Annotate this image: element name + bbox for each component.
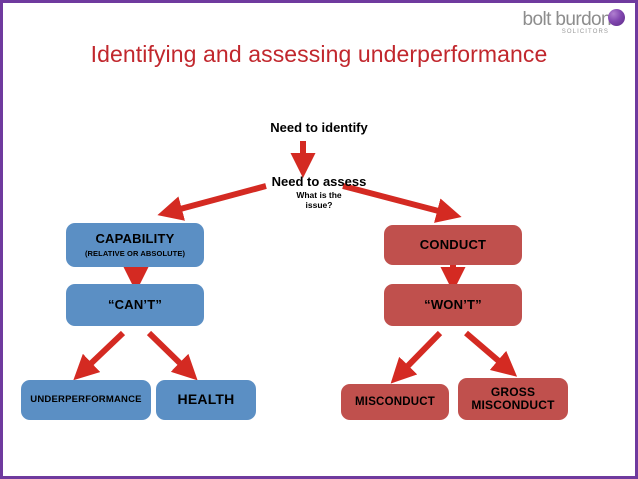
label-what-is-the-issue: What is the issue? <box>3 190 635 210</box>
node-misconduct-label: MISCONDUCT <box>355 395 435 408</box>
node-health[interactable]: HEALTH <box>156 380 256 420</box>
logo-subtitle: SOLICITORS <box>561 29 609 35</box>
node-conduct-label: CONDUCT <box>419 236 487 252</box>
node-health-label: HEALTH <box>177 391 235 408</box>
node-cant-label: “CAN’T” <box>107 296 163 312</box>
node-cant[interactable]: “CAN’T” <box>66 284 204 326</box>
arrow-wont-to-gross-misconduct <box>464 330 518 377</box>
label-need-to-identify: Need to identify <box>270 120 368 135</box>
page-title: Identifying and assessing underperforman… <box>90 41 548 67</box>
arrow-wont-to-misconduct <box>390 330 443 384</box>
issue-line-1: What is the <box>296 190 342 200</box>
issue-line-2: issue? <box>305 200 333 210</box>
node-capability-label: CAPABILITY <box>95 230 175 246</box>
node-underperformance-label: UNDERPERFORMANCE <box>30 393 142 405</box>
arrow-cant-to-underperformance <box>73 330 126 381</box>
logo-wordmark: bolt burdon <box>522 9 612 30</box>
brand-logo: bolt burdon SOLICITORS <box>487 7 627 43</box>
purple-sphere-icon <box>608 9 625 26</box>
node-underperformance[interactable]: UNDERPERFORMANCE <box>21 380 151 420</box>
arrow-cant-to-health <box>146 330 198 381</box>
node-gross-misconduct-line-1: GROSS <box>490 385 536 400</box>
node-wont-label: “WON’T” <box>424 296 482 312</box>
node-conduct[interactable]: CONDUCT <box>384 225 522 265</box>
node-gross-misconduct-line-2: MISCONDUCT <box>471 398 555 412</box>
label-need-to-assess: Need to assess <box>271 174 367 189</box>
node-wont[interactable]: “WON’T” <box>384 284 522 326</box>
node-misconduct[interactable]: MISCONDUCT <box>341 384 449 420</box>
node-gross-misconduct[interactable]: GROSS MISCONDUCT <box>458 378 568 420</box>
node-capability-sublabel: (RELATIVE OR ABSOLUTE) <box>84 248 186 258</box>
node-capability[interactable]: CAPABILITY (RELATIVE OR ABSOLUTE) <box>66 223 204 267</box>
